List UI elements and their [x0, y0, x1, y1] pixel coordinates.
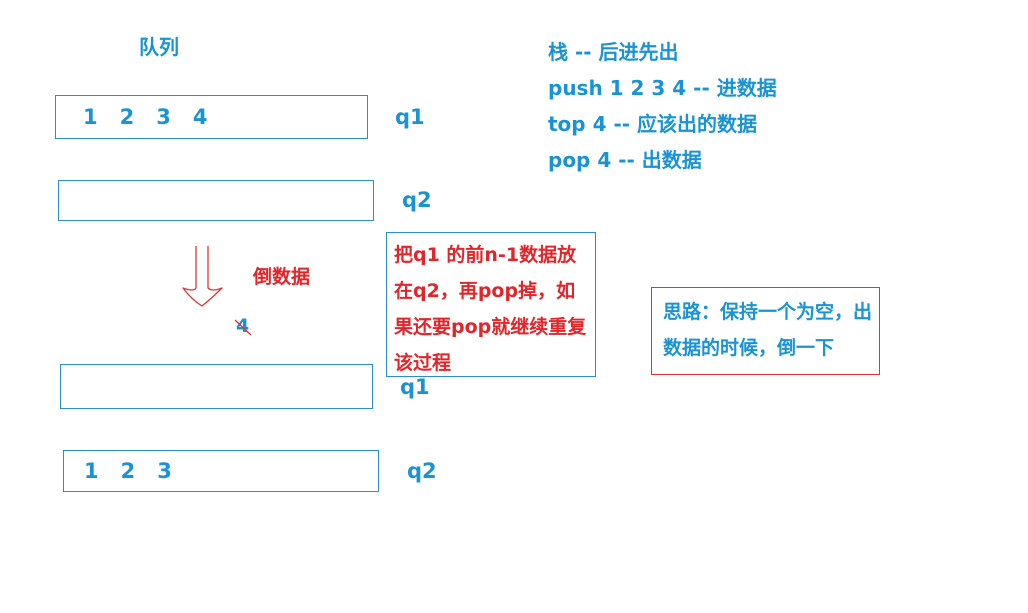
queue-label-q1-after: q1 — [400, 375, 430, 399]
idea-note: 思路：保持一个为空，出数据的时候，倒一下 — [651, 287, 880, 375]
queue-item: 3 — [157, 459, 172, 483]
popped-value: 4 — [234, 315, 254, 339]
stack-note-line: top 4 -- 应该出的数据 — [548, 112, 758, 136]
queue-box-q2-after: 1 2 3 — [63, 450, 379, 492]
queue-label-q1-before: q1 — [395, 105, 425, 129]
queue-label-q2-after: q2 — [407, 459, 437, 483]
queue-box-q2-before — [58, 180, 374, 221]
strike-mark-icon — [234, 319, 252, 336]
queue-items: 1 2 3 4 — [83, 96, 208, 138]
queue-item: 3 — [156, 105, 171, 129]
stack-note-line: push 1 2 3 4 -- 进数据 — [548, 76, 777, 100]
queue-items: 1 2 3 — [84, 451, 172, 491]
queue-item: 1 — [84, 459, 99, 483]
queue-item: 4 — [192, 105, 208, 129]
queue-item: 2 — [119, 105, 135, 129]
stack-note-line: pop 4 -- 出数据 — [548, 148, 702, 172]
queue-box-q1-before: 1 2 3 4 — [55, 95, 368, 139]
arrow-label: 倒数据 — [253, 266, 311, 288]
queue-item: 2 — [120, 459, 136, 483]
queue-label-q2-before: q2 — [402, 188, 432, 212]
queue-item: 1 — [83, 105, 98, 129]
queue-title: 队列 — [139, 35, 179, 59]
popped-value-text: 4 — [236, 315, 250, 337]
queue-box-q1-after — [60, 364, 373, 409]
down-arrow-icon — [182, 246, 223, 307]
explanation-note: 把q1 的前n-1数据放在q2，再pop掉，如果还要pop就继续重复该过程 — [386, 232, 596, 377]
stack-notes: 栈 -- 后进先出 push 1 2 3 4 -- 进数据 top 4 -- 应… — [548, 34, 777, 178]
stack-note-line: 栈 -- 后进先出 — [548, 40, 679, 64]
